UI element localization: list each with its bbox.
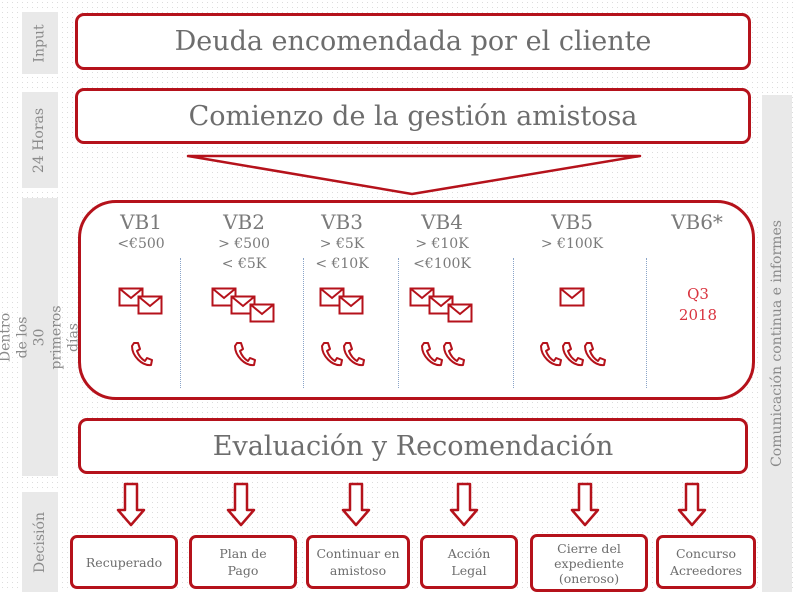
envelope-icon — [559, 287, 585, 307]
decision-plan-de-pago: Plan de Pago — [189, 535, 297, 589]
decision-continuar-amistoso: Continuar en amistoso — [306, 535, 410, 589]
envelope-icon — [137, 295, 163, 315]
debt-text: Deuda encomendada por el cliente — [174, 26, 652, 57]
bucket-name: VB4 — [421, 210, 463, 234]
phone-icon — [131, 342, 153, 367]
down-arrow-icon — [226, 482, 256, 527]
bucket-range-from: > €500 — [218, 236, 270, 252]
bucket-name: VB3 — [321, 210, 363, 234]
start-text: Comienzo de la gestión amistosa — [188, 100, 638, 132]
bucket-range-from: > €5K — [319, 236, 365, 252]
bucket-range-to: <€100K — [413, 256, 471, 272]
column-divider — [303, 258, 304, 388]
bucket-range-from: > €10K — [415, 236, 469, 252]
phone-icon — [421, 342, 443, 367]
bucket-vb3: VB3 > €5K < €10K — [306, 210, 378, 274]
start-box: Comienzo de la gestión amistosa — [75, 88, 751, 144]
decision-concurso-acreedores: Concurso Acreedores — [656, 535, 756, 589]
phone-icon — [584, 342, 606, 367]
bucket-range-from: > €100K — [540, 236, 604, 252]
bucket-vb1: VB1 <€500 — [108, 210, 174, 254]
column-divider — [513, 258, 514, 388]
decision-text: Cierre del expediente (oneroso) — [554, 540, 624, 586]
funnel-arrow — [186, 154, 642, 196]
bucket-name: VB6* — [671, 210, 723, 234]
days-label: Dentro de los 30 primeros días — [0, 198, 82, 476]
decision-text: Concurso Acreedores — [669, 546, 743, 578]
input-label: Input — [22, 12, 58, 74]
vb6-schedule: Q3 2018 — [668, 284, 728, 326]
down-arrow-icon — [341, 482, 371, 527]
down-arrow-icon — [570, 482, 600, 527]
decision-text: Continuar en amistoso — [316, 546, 400, 578]
hours-label: 24 Horas — [22, 92, 58, 188]
phone-icon — [343, 342, 365, 367]
down-arrow-icon — [677, 482, 707, 527]
envelope-icon — [428, 295, 454, 315]
bucket-vb6: VB6* — [662, 210, 732, 234]
bucket-range-to: < €5K — [221, 256, 267, 272]
phone-icon — [321, 342, 343, 367]
bucket-vb5: VB5 > €100K — [530, 210, 614, 254]
decision-label: Decisión — [22, 492, 58, 592]
decision-text: Plan de Pago — [219, 546, 267, 578]
vb6-schedule-quarter: Q3 — [687, 285, 709, 303]
envelope-icon — [338, 295, 364, 315]
bucket-vb2: VB2 > €500 < €5K — [204, 210, 284, 274]
bucket-vb4: VB4 > €10K <€100K — [400, 210, 484, 274]
phone-icon — [540, 342, 562, 367]
column-divider — [398, 258, 399, 388]
column-divider — [180, 258, 181, 388]
down-arrow-icon — [116, 482, 146, 527]
decision-text: Recuperado — [85, 554, 163, 570]
envelope-icon — [249, 303, 275, 323]
bucket-range-to: < €10K — [315, 256, 369, 272]
decision-accion-legal: Acción Legal — [420, 535, 518, 589]
decision-recuperado: Recuperado — [70, 535, 178, 589]
evaluation-text: Evaluación y Recomendación — [212, 430, 614, 462]
envelope-icon — [447, 303, 473, 323]
bucket-range-from: <€500 — [117, 236, 165, 252]
phone-icon — [443, 342, 465, 367]
down-arrow-icon — [449, 482, 479, 527]
phone-icon — [562, 342, 584, 367]
phone-icon — [234, 342, 256, 367]
bucket-name: VB1 — [120, 210, 162, 234]
decision-cierre-expediente: Cierre del expediente (oneroso) — [530, 534, 648, 592]
decision-text: Acción Legal — [447, 546, 491, 578]
envelope-icon — [319, 287, 345, 307]
evaluation-box: Evaluación y Recomendación — [78, 418, 748, 474]
bucket-name: VB2 — [223, 210, 265, 234]
debt-box: Deuda encomendada por el cliente — [75, 13, 751, 70]
comms-label: Comunicación continua e informes — [762, 95, 792, 592]
vb6-schedule-year: 2018 — [678, 306, 718, 324]
bucket-name: VB5 — [551, 210, 593, 234]
column-divider — [646, 258, 647, 388]
